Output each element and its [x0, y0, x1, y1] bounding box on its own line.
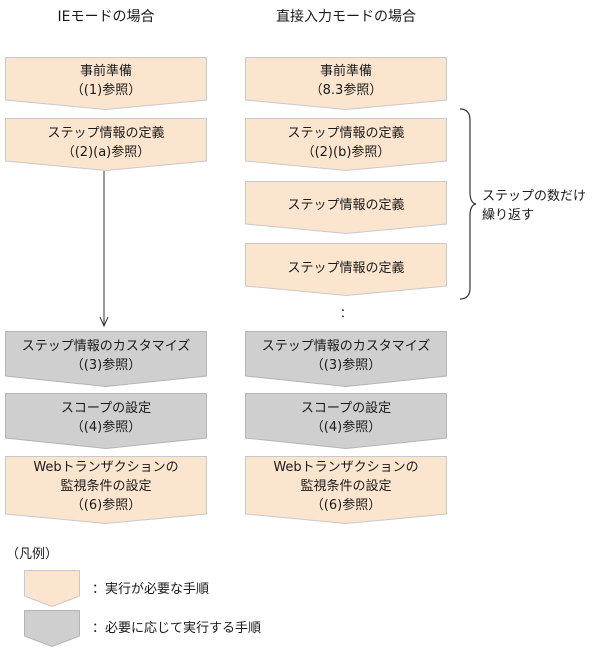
- legend-title: （凡例）: [6, 547, 59, 562]
- step-customize-direct: ステップ情報のカスタマイズ （(3)参照）: [245, 331, 447, 387]
- step-title: ステップ情報の定義: [287, 198, 405, 213]
- legend-swatch-optional: [24, 610, 80, 648]
- step-prep-ie: 事前準備 （(1)参照）: [5, 57, 207, 110]
- step-ref: （(4)参照）: [310, 420, 382, 435]
- step-title: ステップ情報のカスタマイズ: [261, 339, 431, 354]
- repeat-note-line2: 繰り返す: [482, 208, 535, 223]
- step-ref: （(2)(a)参照）: [61, 145, 151, 160]
- step-scope-ie: スコープの設定 （(4)参照）: [5, 393, 207, 449]
- step-title: ステップ情報の定義: [47, 126, 165, 141]
- step-ref: （(2)(b)参照）: [301, 145, 391, 160]
- connector-arrow: [99, 171, 109, 328]
- step-monitor-ie: Webトランザクションの 監視条件の設定 （(6)参照）: [5, 456, 207, 524]
- step-define-ie: ステップ情報の定義 （(2)(a)参照）: [5, 118, 207, 171]
- step-title: スコープの設定: [300, 401, 392, 416]
- ellipsis: ：: [339, 306, 352, 320]
- step-ref: （(3)参照）: [70, 358, 142, 373]
- step-monitor-direct: Webトランザクションの 監視条件の設定 （(6)参照）: [245, 456, 447, 524]
- step-define-direct-1: ステップ情報の定義 （(2)(b)参照）: [245, 118, 447, 171]
- repeat-brace: [459, 108, 477, 300]
- step-title: ステップ情報の定義: [287, 126, 405, 141]
- step-ref: （(6)参照）: [70, 498, 142, 513]
- step-ref: （(3)参照）: [310, 358, 382, 373]
- step-customize-ie: ステップ情報のカスタマイズ （(3)参照）: [5, 331, 207, 387]
- step-title: ステップ情報の定義: [287, 261, 405, 276]
- step-title: 事前準備: [79, 64, 132, 79]
- step-scope-direct: スコープの設定 （(4)参照）: [245, 393, 447, 449]
- step-subtitle: 監視条件の設定: [60, 479, 152, 494]
- step-title: 事前準備: [319, 64, 372, 79]
- repeat-note-line1: ステップの数だけ: [482, 189, 587, 204]
- step-title: Webトランザクションの: [273, 460, 419, 475]
- step-title: スコープの設定: [60, 401, 152, 416]
- step-define-direct-3: ステップ情報の定義: [245, 243, 447, 296]
- step-ref: （8.3参照）: [309, 83, 383, 98]
- step-ref: （(4)参照）: [70, 420, 142, 435]
- repeat-note: ステップの数だけ 繰り返す: [482, 187, 586, 225]
- step-prep-direct: 事前準備 （8.3参照）: [245, 57, 447, 110]
- legend-label-optional: ：必要に応じて実行する手順: [92, 621, 262, 636]
- legend-swatch-required: [24, 570, 80, 608]
- step-ref: （(6)参照）: [310, 498, 382, 513]
- step-title: ステップ情報のカスタマイズ: [21, 339, 191, 354]
- step-ref: （(1)参照）: [70, 83, 142, 98]
- right-column-title: 直接入力モードの場合: [276, 9, 416, 25]
- step-title: Webトランザクションの: [33, 460, 179, 475]
- legend-label-required: ：実行が必要な手順: [92, 582, 210, 597]
- step-subtitle: 監視条件の設定: [300, 479, 392, 494]
- step-define-direct-2: ステップ情報の定義: [245, 181, 447, 234]
- left-column-title: IEモードの場合: [57, 9, 155, 25]
